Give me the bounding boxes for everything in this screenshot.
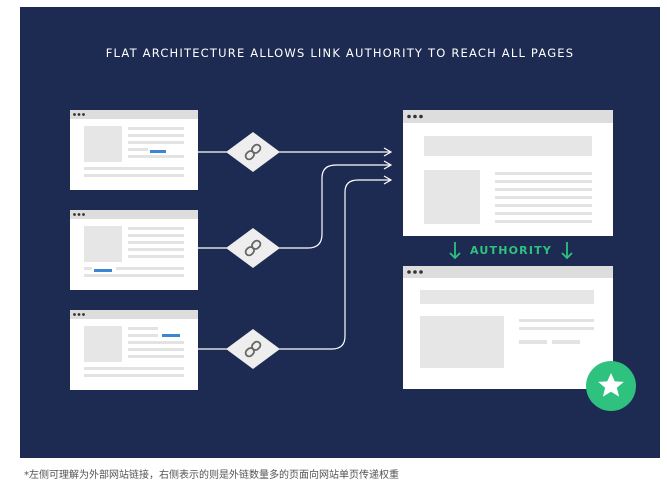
star-icon: [598, 373, 624, 397]
link-highlight: [162, 334, 180, 337]
external-site-window-2: [70, 210, 198, 290]
chain-link-icon: [244, 340, 262, 358]
caption-text: *左侧可理解为外部网站链接，右侧表示的则是外链数量多的页面向网站单页传递权重: [24, 470, 399, 481]
connectors: [198, 147, 393, 350]
strong-page-window: [403, 110, 613, 236]
arrow-down-icon: [561, 242, 573, 260]
arrow-down-icon: [449, 242, 461, 260]
link-diamond-1: [226, 132, 280, 172]
edge-site3-to-page: [198, 179, 390, 350]
chain-link-icon: [244, 143, 262, 161]
star-badge: [586, 361, 636, 411]
arrowhead-1: [383, 147, 393, 157]
arrowhead-2: [383, 160, 393, 170]
diagram-title: FLAT ARCHITECTURE ALLOWS LINK AUTHORITY …: [105, 46, 575, 60]
chain-link-icon: [244, 239, 262, 257]
edge-site2-to-page: [198, 164, 390, 249]
external-site-window-3: [70, 310, 198, 390]
authority-label: AUTHORITY: [470, 244, 552, 257]
link-diamond-2: [226, 228, 280, 268]
target-page-window: [403, 266, 613, 389]
arrowhead-3: [383, 175, 393, 185]
link-highlight: [94, 269, 112, 272]
link-highlight: [150, 150, 166, 153]
external-site-window-1: [70, 110, 198, 190]
link-diamond-3: [226, 329, 280, 369]
